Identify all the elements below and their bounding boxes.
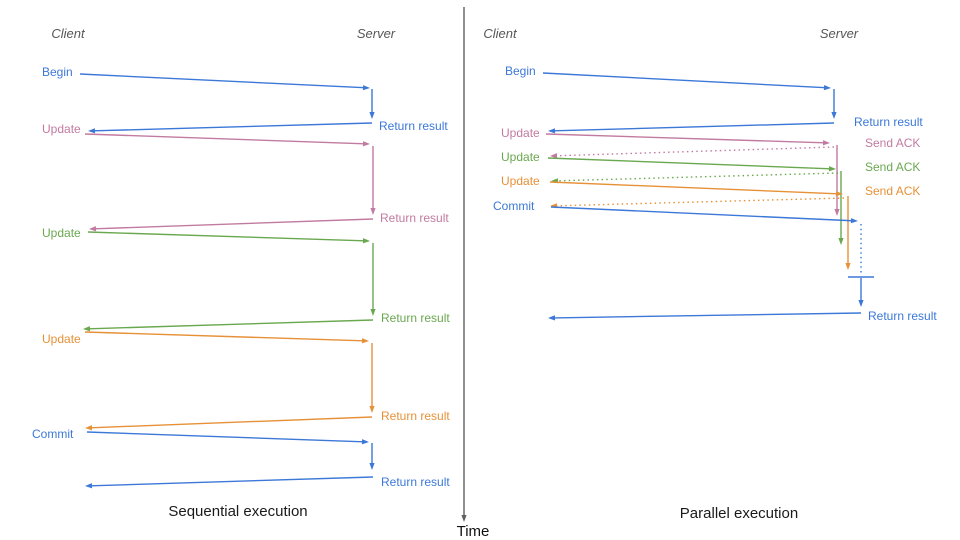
- arrowhead: [362, 141, 370, 147]
- message-arrow-begin-return: [88, 122, 373, 134]
- arrowhead: [369, 463, 375, 470]
- message-arrow-update1-request: [545, 133, 830, 146]
- time-axis-label: Time: [456, 523, 490, 540]
- message-arrow-update1-processing: [370, 146, 376, 215]
- message-arrow-update1-request: [84, 133, 370, 147]
- arrowhead: [369, 406, 375, 413]
- arrowhead: [835, 191, 843, 197]
- message-arrow-commit-return: [548, 312, 862, 321]
- message-arrow-begin-processing: [831, 89, 837, 119]
- message-label-update: Update: [501, 150, 540, 164]
- message-label-begin: Begin: [42, 65, 73, 79]
- message-label-return-result: Return result: [381, 311, 450, 325]
- arrowhead: [88, 128, 96, 134]
- arrowhead: [858, 300, 864, 307]
- message-label-return-result: Return result: [868, 309, 937, 323]
- parallel-server-header: Server: [819, 26, 859, 41]
- arrowhead: [369, 112, 375, 119]
- message-arrow-commit-processing: [369, 443, 375, 470]
- message-arrow-update2-return: [83, 319, 374, 332]
- arrowhead: [845, 263, 851, 270]
- arrowhead: [85, 483, 93, 489]
- arrowhead: [548, 128, 556, 134]
- message-label-return-result: Return result: [854, 115, 923, 129]
- arrowhead: [550, 153, 558, 159]
- arrowhead: [822, 140, 830, 146]
- message-label-return-result: Return result: [381, 475, 450, 489]
- arrowhead: [548, 315, 556, 321]
- arrowhead: [834, 209, 840, 216]
- sequential-title: Sequential execution: [168, 503, 308, 520]
- message-arrow-begin-processing: [369, 89, 375, 119]
- arrowhead: [361, 439, 369, 445]
- message-label-update: Update: [42, 226, 81, 240]
- arrowhead: [461, 515, 467, 522]
- time-axis: [461, 7, 467, 522]
- message-label-send-ack: Send ACK: [865, 136, 920, 150]
- message-label-return-result: Return result: [379, 119, 448, 133]
- message-label-update: Update: [42, 332, 81, 346]
- message-label-begin: Begin: [505, 64, 536, 78]
- message-label-update: Update: [501, 174, 540, 188]
- message-arrow-update1-processing: [834, 145, 840, 216]
- sequential-server-header: Server: [356, 26, 396, 41]
- message-arrow-update2-ack: [551, 172, 839, 184]
- message-arrow-update3-request: [549, 181, 843, 197]
- message-arrow-begin-request: [79, 73, 370, 91]
- arrowhead: [83, 326, 91, 332]
- message-arrow-commit-return: [85, 476, 374, 489]
- message-label-send-ack: Send ACK: [865, 160, 920, 174]
- message-label-return-result: Return result: [380, 211, 449, 225]
- message-arrow-update3-ack: [550, 197, 845, 209]
- message-arrow-commit-request: [86, 431, 369, 445]
- arrowhead: [370, 208, 376, 215]
- message-label-commit: Commit: [32, 427, 74, 441]
- message-arrow-commit-processing: [858, 278, 864, 307]
- arrowhead: [89, 226, 97, 232]
- arrowhead: [361, 338, 369, 344]
- arrowhead: [838, 238, 844, 245]
- message-arrow-update3-request: [84, 331, 369, 344]
- message-label-update: Update: [42, 122, 81, 136]
- arrowhead: [362, 85, 370, 91]
- message-arrow-update2-processing: [370, 243, 376, 316]
- arrowhead: [823, 85, 831, 91]
- parallel-client-header: Client: [483, 26, 517, 41]
- message-arrow-update2-request: [547, 157, 836, 172]
- arrowhead: [370, 309, 376, 316]
- sequential-client-header: Client: [51, 26, 85, 41]
- message-label-commit: Commit: [493, 199, 535, 213]
- arrowhead: [850, 218, 858, 224]
- message-arrow-update3-return: [85, 416, 373, 431]
- message-arrow-time-axis-line: [461, 7, 467, 522]
- message-arrow-update3-processing: [845, 196, 851, 270]
- arrowhead: [362, 238, 370, 244]
- message-arrow-begin-return: [548, 122, 835, 134]
- message-arrow-commit-request: [550, 206, 858, 224]
- message-label-send-ack: Send ACK: [865, 184, 920, 198]
- arrowhead: [831, 112, 837, 119]
- message-arrow-begin-request: [542, 72, 831, 91]
- message-label-update: Update: [501, 126, 540, 140]
- message-label-return-result: Return result: [381, 409, 450, 423]
- message-arrow-update3-processing: [369, 343, 375, 413]
- message-arrow-update1-ack: [550, 146, 835, 159]
- message-arrow-update2-processing: [838, 171, 844, 245]
- parallel-title: Parallel execution: [679, 505, 799, 522]
- message-arrow-update2-request: [87, 231, 370, 244]
- arrowhead: [85, 425, 93, 431]
- message-arrow-update1-return: [89, 218, 374, 232]
- arrowhead: [828, 166, 836, 172]
